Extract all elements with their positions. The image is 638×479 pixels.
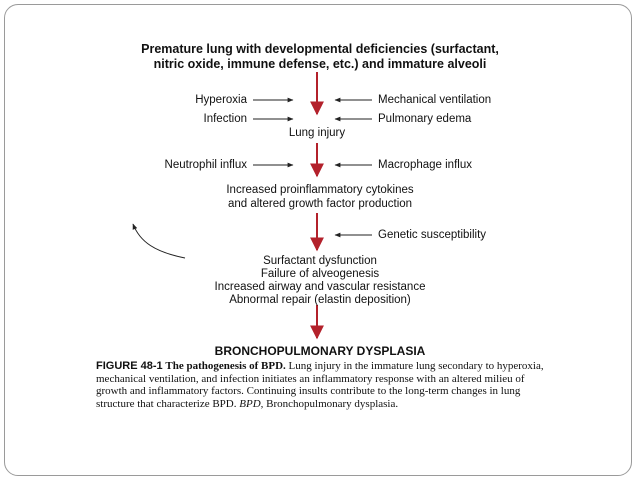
figure-caption: FIGURE 48-1 The pathogenesis of BPD. Lun… bbox=[96, 360, 546, 410]
input-neutrophil-influx: Neutrophil influx bbox=[164, 159, 247, 171]
outcome-surfactant-dysfunction: Surfactant dysfunction bbox=[263, 255, 377, 267]
final-outcome-bpd: BRONCHOPULMONARY DYSPLASIA bbox=[214, 344, 426, 358]
outcome-failure-alveogenesis: Failure of alveogenesis bbox=[260, 268, 380, 280]
caption-abbreviation-definition: Bronchopulmonary dysplasia. bbox=[266, 397, 399, 410]
lung-injury: Lung injury bbox=[288, 127, 346, 139]
caption-abbreviation: BPD, bbox=[239, 397, 264, 410]
input-mechanical-ventilation: Mechanical ventilation bbox=[378, 94, 492, 106]
caption-body: Lung injury in the immature lung seconda… bbox=[96, 360, 544, 410]
cytokines-line2: and altered growth factor production bbox=[227, 198, 413, 210]
input-macrophage-influx: Macrophage influx bbox=[378, 159, 472, 171]
input-pulmonary-edema: Pulmonary edema bbox=[378, 113, 472, 125]
input-genetic-susceptibility: Genetic susceptibility bbox=[378, 229, 487, 241]
top-condition-line2: nitric oxide, immune defense, etc.) and … bbox=[153, 57, 487, 71]
outcome-airway-vascular-resistance: Increased airway and vascular resistance bbox=[214, 281, 426, 293]
top-condition-line1: Premature lung with developmental defici… bbox=[141, 42, 499, 56]
caption-title: The pathogenesis of BPD. bbox=[165, 360, 286, 372]
cytokines-line1: Increased proinflammatory cytokines bbox=[226, 184, 414, 196]
figure-label: FIGURE 48-1 bbox=[96, 360, 163, 372]
input-infection: Infection bbox=[203, 113, 247, 125]
outcome-abnormal-repair: Abnormal repair (elastin deposition) bbox=[229, 294, 411, 306]
feedback-arrow bbox=[132, 223, 186, 259]
input-hyperoxia: Hyperoxia bbox=[195, 94, 247, 106]
